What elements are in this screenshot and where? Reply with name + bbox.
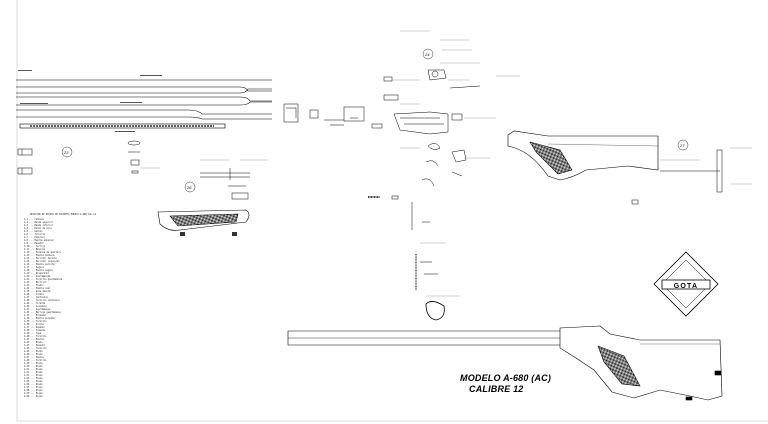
parts-list-row: A-26 ... Culata	[24, 293, 44, 296]
parts-list-row: A-14 ... Percutor derecho	[24, 257, 57, 260]
parts-list-row: A-49 ... Pieza	[24, 362, 43, 365]
svg-text:23: 23	[63, 150, 69, 155]
parts-list-row: A-4 ... Punto de mira	[24, 227, 52, 230]
parts-list-row: A-15 ... Percutor izquierdo	[24, 260, 60, 263]
parts-list-row: A-37 ... Pasador	[24, 326, 46, 329]
parts-list-row: A-17 ... Seguro	[24, 266, 44, 269]
parts-list-row: A-13 ... Muelle palanca	[24, 254, 55, 257]
parts-list-row: A-16 ... Muelle percutor	[24, 263, 56, 266]
small-parts-left	[17, 148, 33, 175]
parts-list-row: A-31 ... Guardamanos	[24, 308, 51, 311]
parts-list-row: A-54 ... Pieza	[24, 377, 43, 380]
parts-list-row: A-12 ... Palanca de apertura	[24, 251, 61, 254]
parts-list-row: A-9 ... Pasador	[24, 242, 44, 245]
action-frame	[283, 69, 481, 135]
forend-wood	[157, 209, 250, 231]
parts-list-row: A-25 ... Guía muelle	[24, 290, 51, 293]
parts-list-row: A-3 ... Banda inferior	[24, 224, 53, 227]
parts-list-row: A-59 ... Pieza	[24, 392, 43, 395]
group-label-23	[61, 146, 73, 158]
parts-list-row: A-5 ... Gancho	[24, 230, 43, 233]
parts-list-header: RELACION DE PIEZAS DE ESCOPETA MODELO A-…	[30, 213, 96, 216]
parts-list-row: A-19 ... Disparador	[24, 272, 50, 275]
group-label-27	[677, 139, 689, 151]
svg-text:24: 24	[424, 52, 430, 57]
parts-list-row: A-51 ... Pieza	[24, 368, 43, 371]
parts-list-row: A-53 ... Pieza	[24, 374, 43, 377]
parts-list-row: A-6 ... Tornillo	[24, 233, 46, 236]
parts-list-row: A-36 ... Anilla	[24, 323, 44, 326]
parts-list-row: A-2 ... Banda superior	[24, 221, 53, 224]
parts-list-row: A-44 ... Tornillo	[24, 347, 47, 350]
parts-list-row: A-21 ... Tornillo guardamonte	[24, 278, 63, 281]
assembled-shotgun	[287, 325, 723, 401]
parts-list-row: A-60 ... Pieza	[24, 395, 43, 398]
parts-list-row: A-30 ... Arandela	[24, 305, 47, 308]
stock-bolt	[631, 149, 723, 205]
model-title: MODELO A-680 (AC)	[460, 373, 552, 383]
logo-text: GOTA	[673, 283, 699, 290]
parts-list-row: A-27 ... Cantonera	[24, 296, 48, 299]
parts-list: RELACION DE PIEZAS DE ESCOPETA MODELO A-…	[24, 213, 102, 398]
svg-text:27: 27	[679, 143, 685, 148]
parts-list-row: A-42 ... Pieza	[24, 341, 43, 344]
parts-list-row: A-50 ... Pieza	[24, 365, 43, 368]
group-label-26	[184, 181, 196, 193]
parts-list-row: A-57 ... Pieza	[24, 386, 43, 389]
parts-list-row: A-23 ... Fiador	[24, 284, 44, 287]
barrel-assembly	[16, 79, 272, 129]
svg-text:26: 26	[186, 185, 192, 190]
forend-parts	[127, 140, 250, 200]
diamond-logo-icon	[653, 251, 719, 317]
stock-top	[507, 130, 659, 181]
parts-list-row: A-35 ... Tornillo	[24, 320, 47, 323]
parts-list-row: A-38 ... Chaveta	[24, 329, 46, 332]
parts-list-row: A-32 ... Herraje guardamanos	[24, 311, 61, 314]
parts-list-row: A-11 ... Báscula	[24, 248, 46, 251]
caliber-title: CALIBRE 12	[469, 384, 524, 394]
parts-list-row: A-1 ... Cañones	[24, 218, 44, 221]
parts-list-row: A-43 ... Pasador	[24, 344, 46, 347]
parts-list-row: A-40 ... Tornillo	[24, 335, 47, 338]
parts-list-row: A-22 ... Martillo	[24, 281, 47, 284]
parts-list-row: A-24 ... Muelle real	[24, 287, 51, 290]
parts-list-row: A-10 ... Cerrojo	[24, 245, 46, 248]
parts-list-row: A-56 ... Pieza	[24, 383, 43, 386]
parts-list-row: A-52 ... Pieza	[24, 371, 43, 374]
trigger-parts	[368, 143, 467, 321]
parts-list-row: A-41 ... Muelle	[24, 338, 44, 341]
parts-list-row: A-8 ... Muelle expulsor	[24, 239, 55, 242]
parts-list-row: A-20 ... Guardamonte	[24, 275, 51, 278]
group-label-24	[422, 48, 434, 60]
parts-list-row: A-58 ... Pieza	[24, 389, 43, 392]
parts-list-row: A-47 ... Muelle	[24, 356, 44, 359]
parts-list-row: A-46 ... Pieza	[24, 353, 43, 356]
parts-list-row: A-28 ... Tornillo cantonera	[24, 299, 60, 302]
parts-list-row: A-7 ... Expulsor	[24, 236, 46, 239]
parts-list-row: A-45 ... Pieza	[24, 350, 43, 353]
parts-list-row: A-29 ... Tirante	[24, 302, 46, 305]
parts-list-row: A-33 ... Pulsador	[24, 314, 47, 317]
parts-list-row: A-55 ... Pieza	[24, 380, 43, 383]
parts-list-row: A-18 ... Muelle seguro	[24, 269, 53, 272]
parts-list-row: A-34 ... Muelle pulsador	[24, 317, 56, 320]
parts-list-row: A-39 ... Tope	[24, 332, 42, 335]
parts-list-row: A-48 ... Tornillo	[24, 359, 47, 362]
